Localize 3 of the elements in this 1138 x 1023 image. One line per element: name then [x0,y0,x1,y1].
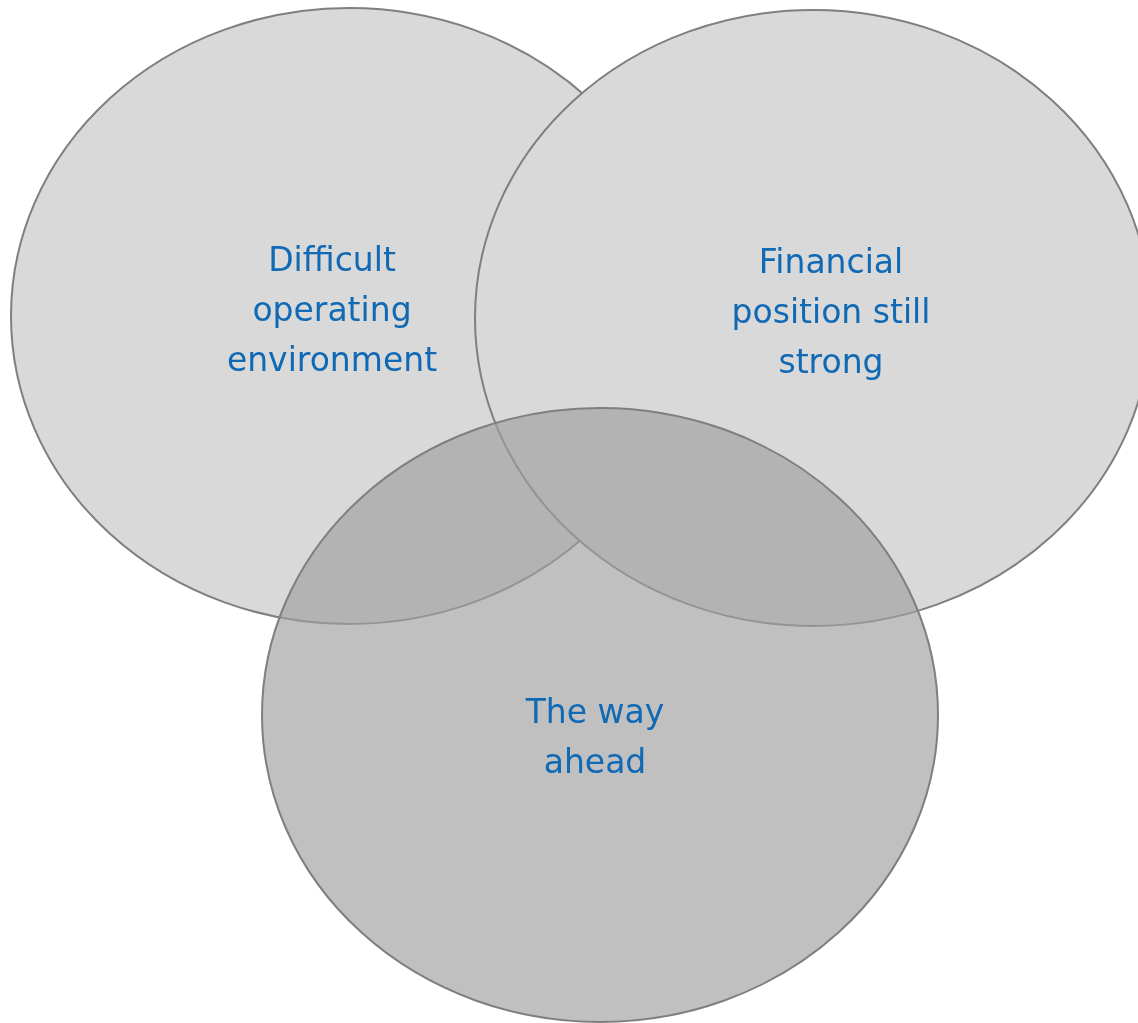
circle-label: Difficult operating environment [225,239,439,381]
circle-label: Financial position still strong [730,241,932,383]
circle-label: The way ahead [524,691,666,783]
